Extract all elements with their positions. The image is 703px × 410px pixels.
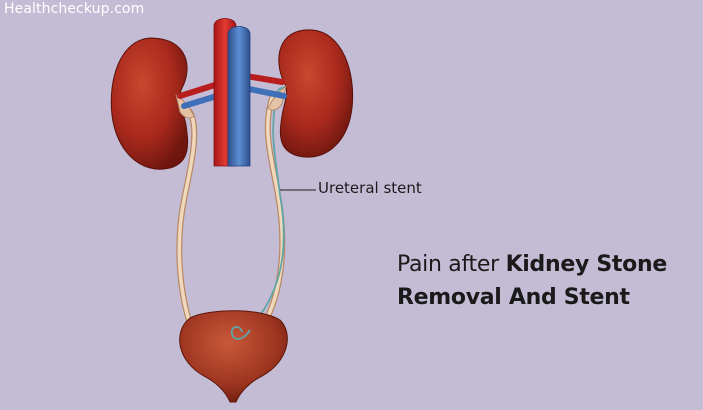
vena-cava: [227, 26, 251, 167]
left-ureter: [176, 109, 198, 333]
watermark: Healthcheckup.com: [4, 1, 145, 17]
right-ureter: [259, 95, 286, 331]
headline-bold-line2: Removal And Stent: [397, 285, 630, 310]
stent-label: Ureteral stent: [318, 179, 422, 197]
headline: Pain after Kidney Stone Removal And Sten…: [397, 248, 667, 314]
left-kidney: [110, 37, 195, 170]
right-kidney: [267, 29, 354, 158]
headline-bold-line1: Kidney Stone: [505, 252, 668, 277]
bladder: [179, 310, 288, 403]
headline-prefix: Pain after: [397, 252, 506, 277]
stent-bladder-coil: [230, 326, 251, 340]
